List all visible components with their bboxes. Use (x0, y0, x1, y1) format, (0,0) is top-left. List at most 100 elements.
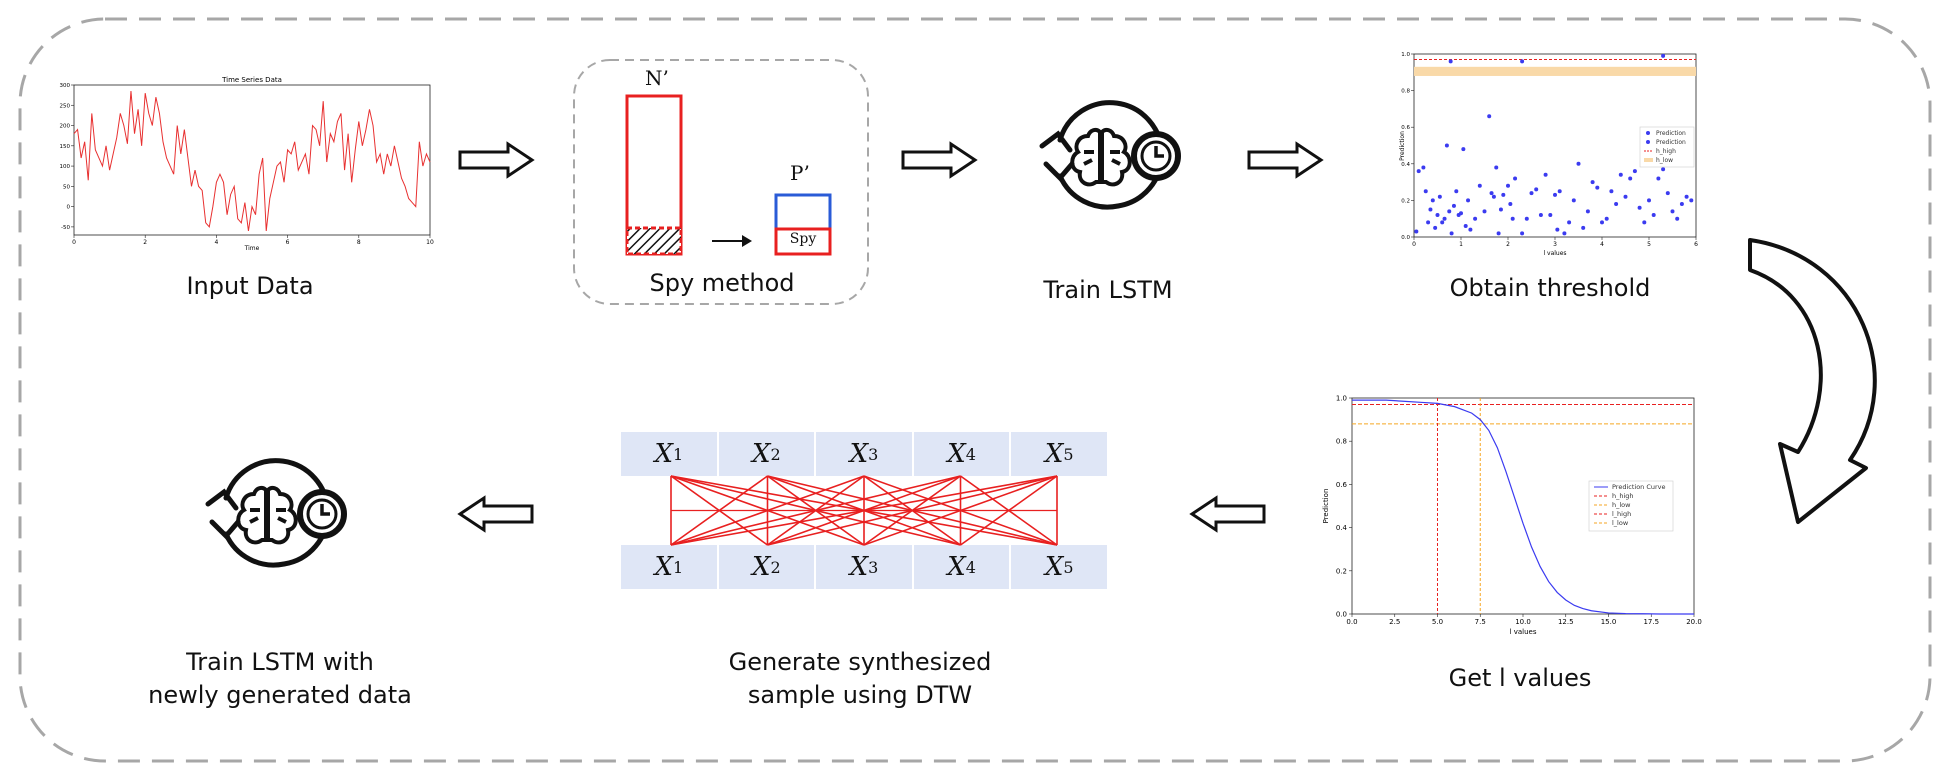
x-tick-label: 0 (72, 239, 76, 246)
cell-variable: X (752, 439, 771, 469)
legend-entry: Prediction (1656, 139, 1686, 146)
x-tick-label: 5.0 (1432, 618, 1443, 626)
hollow-right-arrow-icon (458, 141, 535, 179)
y-tick-label: 0.8 (1401, 89, 1410, 95)
legend-entry: Prediction Curve (1612, 483, 1666, 491)
x-tick-label: 2.5 (1389, 618, 1400, 626)
cell-variable: X (1044, 439, 1064, 469)
scatter-point (1477, 183, 1482, 188)
x-tick-label: 0.0 (1346, 618, 1357, 626)
final-label-line1: Train LSTM with (186, 648, 374, 676)
y-tick-label: 0.2 (1336, 567, 1347, 575)
scatter-point (1576, 161, 1581, 166)
y-axis-label: Prediction (1399, 131, 1406, 161)
x-tick-label: 15.0 (1601, 618, 1617, 626)
scatter-point (1609, 189, 1614, 194)
cell-variable: X (947, 552, 966, 582)
chart-title: Time Series Data (221, 76, 282, 84)
scatter-point (1459, 211, 1463, 216)
curved-arrow-icon (1748, 238, 1877, 524)
y-tick-label: 300 (60, 83, 71, 89)
scatter-point (1498, 207, 1503, 212)
scatter-point (1684, 194, 1689, 199)
legend-entry: h_high (1612, 492, 1634, 500)
scatter-point (1449, 231, 1454, 236)
spy-label: Spy (789, 231, 817, 247)
cell-variable: X (1044, 552, 1064, 582)
scatter-point (1679, 202, 1684, 207)
y-tick-label: 0.8 (1336, 438, 1347, 446)
x-tick-label: 6 (286, 239, 290, 246)
spy-hatched-portion (625, 226, 683, 256)
scatter-point (1473, 216, 1478, 221)
y-tick-label: 0.2 (1401, 198, 1410, 204)
scatter-point (1506, 183, 1510, 188)
scatter-point (1604, 216, 1609, 221)
scatter-point (1647, 198, 1651, 203)
scatter-point (1433, 225, 1438, 230)
x-tick-label: 8 (357, 239, 361, 246)
scatter-point (1689, 198, 1694, 203)
scatter-point (1426, 220, 1431, 225)
hollow-right-arrow-icon (901, 141, 978, 179)
y-tick-label: 50 (63, 184, 70, 190)
cell-subscript: 3 (868, 557, 879, 577)
x-axis-label: l values (1510, 628, 1537, 636)
scatter-point (1642, 220, 1647, 225)
scatter-point (1491, 194, 1496, 199)
scatter-point (1447, 209, 1452, 214)
scatter-point (1416, 169, 1421, 174)
x-tick-label: 1 (1459, 241, 1463, 248)
y-tick-label: 0.0 (1336, 611, 1347, 619)
p-prime-label: P’ (790, 161, 810, 185)
scatter-point (1553, 192, 1557, 197)
hollow-left-arrow-icon (1189, 495, 1266, 533)
scatter-point (1670, 209, 1675, 214)
scatter-point (1423, 189, 1428, 194)
cell-variable: X (752, 552, 771, 582)
y-tick-label: 0 (67, 205, 71, 211)
scatter-point (1437, 194, 1442, 199)
legend-entry: l_low (1612, 519, 1629, 527)
final-label-line2: newly generated data (148, 681, 412, 709)
generate-label-line2: sample using DTW (747, 681, 973, 709)
scatter-point (1538, 213, 1543, 218)
scatter-point (1534, 187, 1539, 192)
scatter-point (1508, 202, 1513, 207)
y-tick-label: 0.6 (1336, 481, 1348, 489)
x-tick-label: 2 (143, 239, 147, 246)
scatter-point (1661, 53, 1666, 58)
scatter-point (1482, 209, 1487, 214)
y-tick-label: 0.4 (1336, 524, 1348, 532)
generate-label: Generate synthesized sample using DTW (690, 646, 1030, 712)
h-low-band (1414, 66, 1696, 76)
legend: Prediction Prediction h_high h_low (1639, 126, 1695, 168)
scatter-point (1555, 227, 1560, 232)
generate-label-line1: Generate synthesized (728, 648, 992, 676)
plot-area (73, 84, 431, 236)
y-tick-label: 250 (60, 103, 71, 109)
y-tick-label: 0.6 (1401, 125, 1410, 131)
hollow-right-arrow-icon (1247, 141, 1324, 179)
dtw-alignment-lines (670, 475, 1058, 546)
x-tick-label: 2 (1506, 241, 1510, 248)
scatter-point (1414, 229, 1419, 234)
train-lstm-label: Train LSTM (1043, 276, 1173, 304)
scatter-point (1557, 189, 1562, 194)
x-tick-label: 20.0 (1686, 618, 1702, 626)
cell-subscript: 2 (770, 557, 781, 577)
x-tick-label: 7.5 (1475, 618, 1486, 626)
input-data-label: Input Data (186, 272, 314, 300)
final-step-label: Train LSTM with newly generated data (120, 646, 440, 712)
cell-subscript: 1 (672, 444, 684, 464)
scatter-point (1435, 213, 1440, 218)
cell-variable: X (849, 552, 869, 582)
scatter-point (1571, 198, 1576, 203)
